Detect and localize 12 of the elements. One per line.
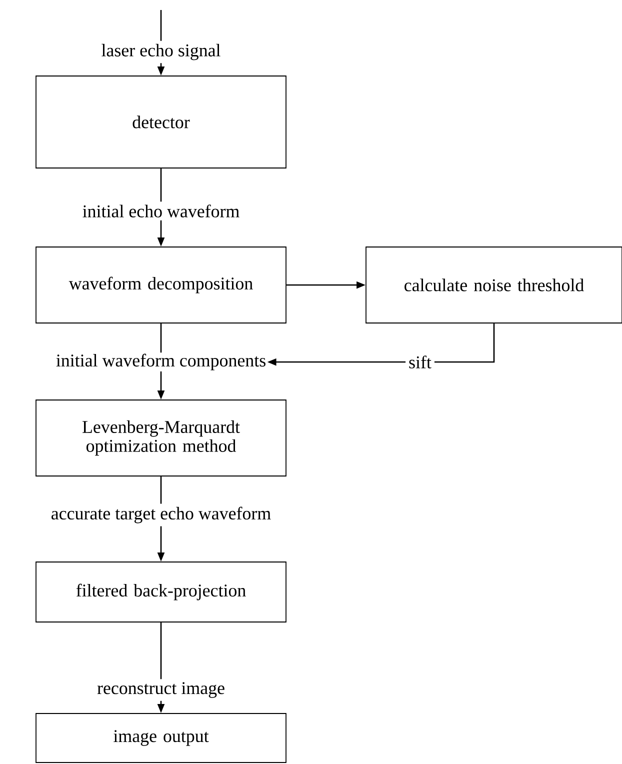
edge-label: initial echo waveform xyxy=(79,202,243,220)
edge-label: sift xyxy=(406,352,434,372)
process-box: Levenberg-Marquardt optimization method xyxy=(36,400,286,476)
process-box: filtered back-projection xyxy=(36,562,286,622)
process-box: image output xyxy=(36,713,286,763)
process-box: waveform decomposition xyxy=(36,246,286,324)
process-box: detector xyxy=(36,76,286,168)
edge-label: laser echo signal xyxy=(98,40,224,64)
edge-label: accurate target echo waveform xyxy=(48,504,274,526)
process-box: calculate noise threshold xyxy=(366,246,622,324)
edge-label: reconstruct image xyxy=(94,679,228,701)
flow-text: initial waveform components xyxy=(56,354,266,370)
